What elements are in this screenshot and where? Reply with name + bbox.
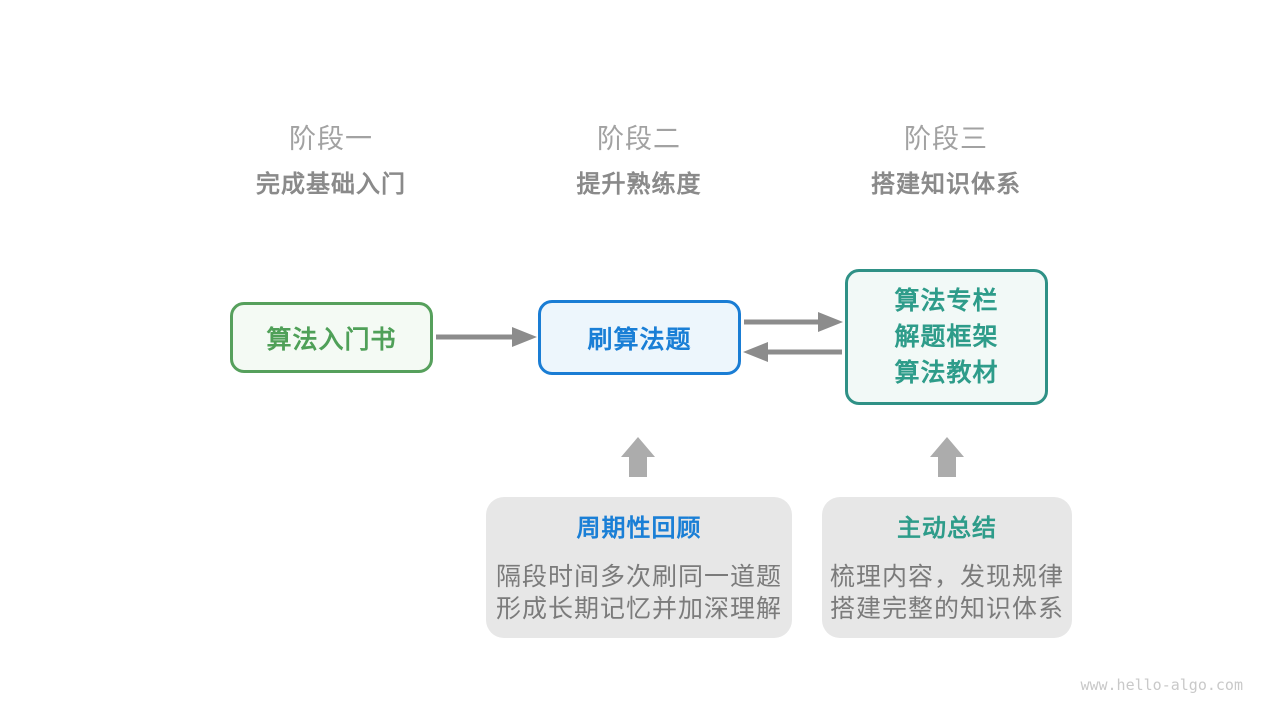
node-resources-line-1: 算法专栏 (894, 287, 999, 315)
node-practice-label: 刷算法题 (587, 325, 692, 354)
note-periodic-review-body: 隔段时间多次刷同一道题 形成长期记忆并加深理解 (486, 561, 792, 625)
stage-3-title: 阶段三 (904, 124, 988, 154)
arrow-left-icon (743, 342, 842, 362)
note-active-summary-title: 主动总结 (897, 515, 997, 542)
watermark: www.hello-algo.com (1080, 676, 1243, 694)
stage-3-subtitle: 搭建知识体系 (871, 171, 1021, 198)
stage-2-title: 阶段二 (597, 124, 681, 154)
stage-1-header: 阶段一 完成基础入门 (171, 122, 491, 200)
node-resources: 算法专栏 解题框架 算法教材 (845, 269, 1048, 405)
arrow-up-icon (621, 437, 655, 477)
stage-1-subtitle: 完成基础入门 (256, 171, 406, 198)
note-periodic-review-line-2: 形成长期记忆并加深理解 (495, 595, 782, 623)
note-periodic-review-title: 周期性回顾 (576, 515, 702, 542)
arrow-up-icon (930, 437, 964, 477)
note-periodic-review: 周期性回顾 隔段时间多次刷同一道题 形成长期记忆并加深理解 (486, 497, 792, 638)
stage-2-subtitle: 提升熟练度 (576, 171, 702, 198)
arrow-right-icon (744, 312, 843, 332)
node-practice: 刷算法题 (538, 300, 741, 375)
note-active-summary-line-1: 梳理内容，发现规律 (829, 563, 1064, 591)
arrow-right-icon (436, 327, 537, 347)
note-active-summary-line-2: 搭建完整的知识体系 (829, 595, 1064, 623)
note-periodic-review-line-1: 隔段时间多次刷同一道题 (495, 563, 782, 591)
node-intro-book: 算法入门书 (230, 302, 433, 373)
stage-3-header: 阶段三 搭建知识体系 (786, 122, 1106, 200)
node-resources-line-2: 解题框架 (894, 323, 999, 351)
note-active-summary-body: 梳理内容，发现规律 搭建完整的知识体系 (822, 561, 1072, 625)
note-active-summary: 主动总结 梳理内容，发现规律 搭建完整的知识体系 (822, 497, 1072, 638)
stage-2-header: 阶段二 提升熟练度 (479, 122, 799, 200)
node-intro-book-label: 算法入门书 (266, 325, 397, 354)
stage-1-title: 阶段一 (289, 124, 373, 154)
node-resources-line-3: 算法教材 (894, 359, 999, 387)
